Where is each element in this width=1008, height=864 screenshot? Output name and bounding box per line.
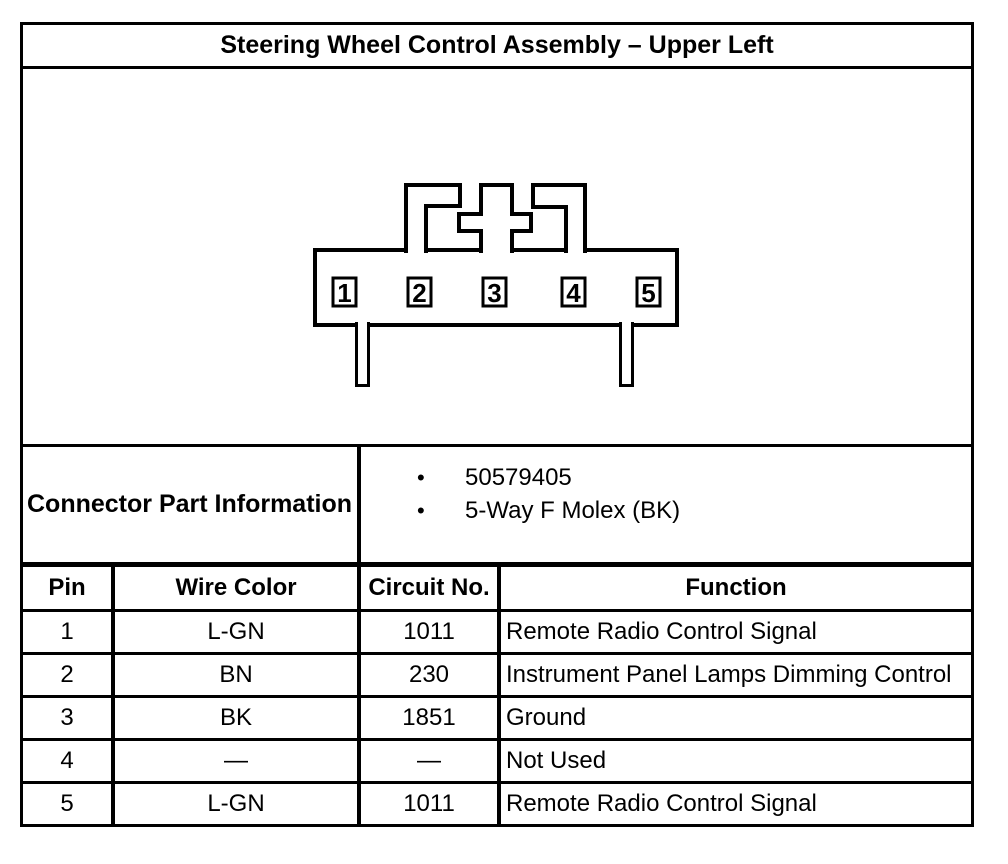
pin-box-1 [331, 276, 358, 308]
circuit-no-cell: — [361, 741, 497, 781]
connector-leg-left [355, 322, 370, 387]
circuit-no-cell: 1851 [361, 698, 497, 738]
connector-latch-left [404, 183, 462, 253]
bullet-icon: • [417, 464, 425, 490]
pin-box-4 [560, 276, 587, 308]
circuit-no-cell: 1011 [361, 612, 497, 652]
wire-color-cell: — [115, 741, 357, 781]
header-pin: Pin [23, 567, 111, 609]
connector-part-info-section: Connector Part Information • 50579405 • … [23, 447, 971, 567]
circuit-no-cell: 230 [361, 655, 497, 695]
connector-latch-right [531, 183, 587, 253]
bullet-icon: • [417, 497, 425, 523]
pin-number-4: 4 [566, 278, 581, 308]
wire-color-cell: L-GN [115, 784, 357, 824]
connector-diagram: 1 2 3 4 5 [313, 183, 679, 387]
connector-key-cross [457, 183, 533, 253]
pin-box-2 [406, 276, 433, 308]
pin-cell: 4 [23, 741, 111, 781]
function-cell: Remote Radio Control Signal [501, 612, 971, 652]
wire-color-cell: BN [115, 655, 357, 695]
list-item: • 5-Way F Molex (BK) [361, 494, 971, 527]
pin-cell: 3 [23, 698, 111, 738]
pin-number-2: 2 [412, 278, 426, 308]
connector-diagram-area: 1 2 3 4 5 [23, 69, 971, 447]
pin-cell: 5 [23, 784, 111, 824]
header-function: Function [501, 567, 971, 609]
wire-color-cell: L-GN [115, 612, 357, 652]
part-info-list: • 50579405 • 5-Way F Molex (BK) [361, 447, 971, 562]
pin-number-5: 5 [641, 278, 655, 308]
part-number: 50579405 [465, 463, 572, 491]
function-cell: Remote Radio Control Signal [501, 784, 971, 824]
function-cell: Not Used [501, 741, 971, 781]
pin-number-1: 1 [337, 278, 351, 308]
pin-box-5 [635, 276, 662, 308]
header-circuit-no: Circuit No. [361, 567, 497, 609]
pin-cell: 1 [23, 612, 111, 652]
header-wire-color: Wire Color [115, 567, 357, 609]
circuit-no-cell: 1011 [361, 784, 497, 824]
connector-leg-right [619, 322, 634, 387]
connector-type: 5-Way F Molex (BK) [465, 496, 681, 524]
list-item: • 50579405 [361, 461, 971, 494]
function-cell: Instrument Panel Lamps Dimming Control [501, 655, 971, 695]
wire-color-cell: BK [115, 698, 357, 738]
part-info-label: Connector Part Information [23, 447, 361, 562]
pin-number-3: 3 [487, 278, 501, 308]
connector-info-sheet: Steering Wheel Control Assembly – Upper … [20, 22, 974, 827]
page-title: Steering Wheel Control Assembly – Upper … [23, 25, 971, 69]
pinout-table: Pin Wire Color Circuit No. Function 1 L-… [23, 567, 971, 824]
pin-cell: 2 [23, 655, 111, 695]
pin-box-3 [481, 276, 508, 308]
function-cell: Ground [501, 698, 971, 738]
